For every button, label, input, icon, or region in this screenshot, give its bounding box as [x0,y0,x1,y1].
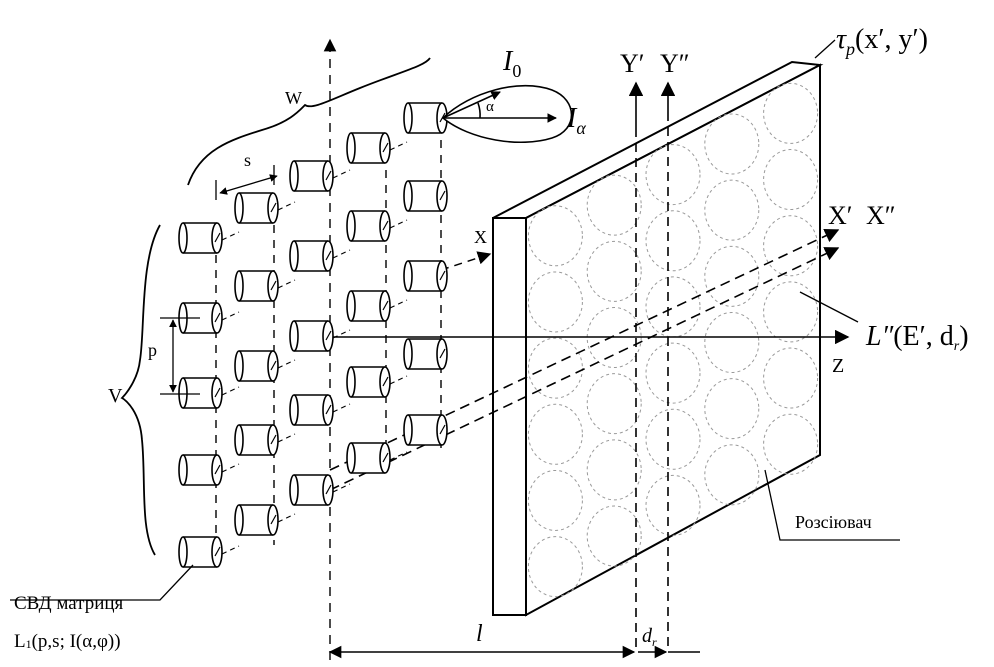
led-matrix [178,102,448,568]
led-emitter [403,338,448,370]
label-i-alpha: Iα [566,103,586,138]
leader-lines [10,39,900,601]
x-prime-axes [329,229,840,491]
diffuser-circle [527,205,583,267]
label-z: Z [832,355,844,377]
diffuser-circle [763,281,819,343]
label-alpha: α [486,99,494,115]
diffuser-circle [527,469,583,531]
led-emitter [403,180,448,212]
diffuser-circle [586,439,642,501]
diffuser-circle [645,144,701,206]
label-y-prime: Y′ [620,49,644,78]
led-emitter [346,442,408,474]
led-emitter [178,222,240,254]
diffuser-circle [586,174,642,236]
w-brace [187,57,431,186]
led-emitter [178,536,240,568]
label-luminance: L″(E′, dr) [865,321,969,354]
label-x: X [474,227,487,247]
radiation-lobe [441,84,573,144]
diffuser-circle [704,311,760,373]
diffuser-circle [645,408,701,470]
label-i0: I0 [502,46,521,81]
x-axis [440,251,492,271]
label-l1: L1(p,s; I(α,φ)) [14,631,121,652]
led-emitter [346,290,408,322]
led-emitter [289,160,351,192]
y-axes [628,81,676,650]
led-emitter [234,424,296,456]
label-tau: τp(x′, y′) [836,24,928,59]
led-emitter [178,377,240,409]
led-emitter [403,414,448,446]
led-emitter [234,192,296,224]
diffuser-circle [763,215,819,277]
label-distance-l: l [476,621,483,647]
led-emitter [289,320,351,352]
diffuser-circle [645,474,701,536]
diffuser-circle [645,210,701,272]
diffuser-circle [645,342,701,404]
label-x-prime: X′ [828,201,852,230]
diffuser-circle [704,245,760,307]
label-x-dprime: X″ [866,201,896,230]
led-emitter [289,240,351,272]
diffuser-circle [763,347,819,409]
diffuser-circle [586,240,642,302]
diffuser-circle [704,444,760,506]
diffuser-circle [586,505,642,567]
label-y-dprime: Y″ [660,49,690,78]
diffuser-circle [763,149,819,211]
diffuser-circle [586,373,642,435]
p-dimension [160,317,200,395]
label-distance-dr: dr [642,625,657,649]
diffuser-circle [763,413,819,475]
diffuser-circle [704,378,760,440]
led-emitter [289,394,351,426]
led-emitter [346,132,408,164]
label-matrix: СВД матриця [14,593,124,614]
diffuser-circle [527,271,583,333]
diffuser-circle [527,536,583,598]
label-w: W [285,88,302,108]
led-emitter [234,270,296,302]
diffuser-circle [704,113,760,175]
diffuser-circle-pattern [527,82,819,598]
label-p: p [148,340,157,360]
label-v: V [108,385,123,407]
diffuser-circle [704,179,760,241]
led-emitter [234,504,296,536]
label-diffuser: Розсіювач [795,512,872,532]
diffuser-plate [492,60,824,617]
led-emitter [403,260,448,292]
led-emitter [403,102,448,134]
diffuser-circle [527,337,583,399]
label-s: s [244,150,251,170]
led-emitter [346,366,408,398]
diffuser-circle [763,82,819,144]
led-emitter [346,210,408,242]
led-emitter [178,454,240,486]
led-emitter [289,474,351,506]
diffuser-circle [527,403,583,465]
s-dimension [215,165,278,200]
v-brace [120,224,161,556]
led-emitter [234,350,296,382]
